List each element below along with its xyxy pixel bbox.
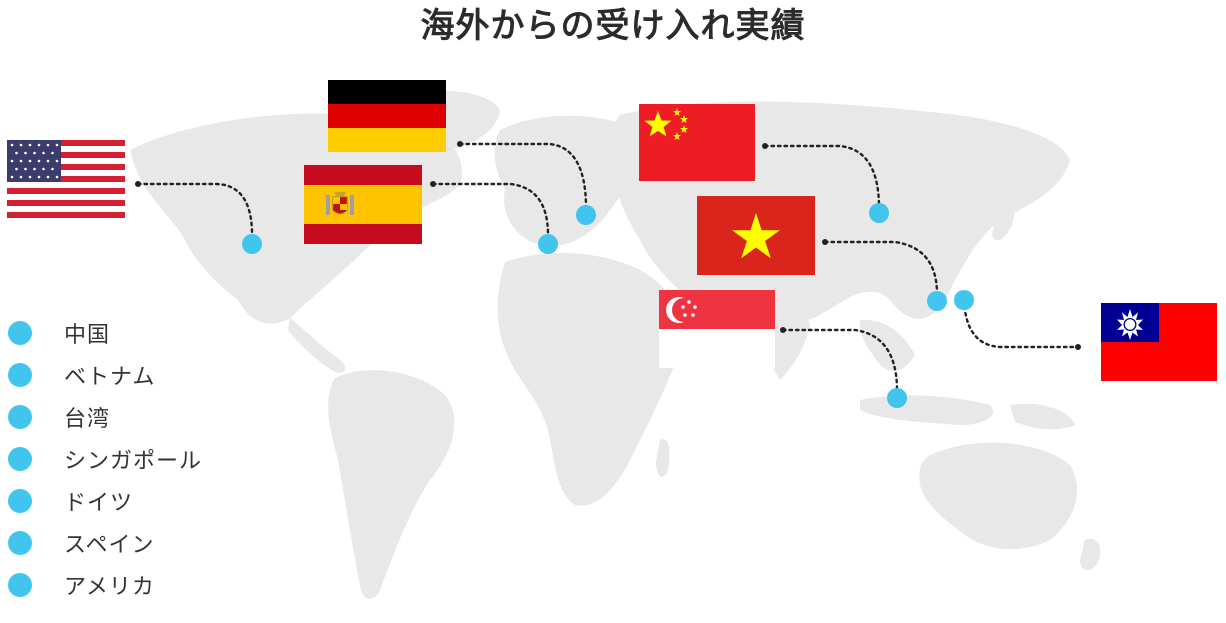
connector-singapore <box>781 328 899 399</box>
legend-dot-icon <box>8 363 32 387</box>
land-central-america <box>288 318 346 373</box>
connector-end-spain <box>430 181 436 187</box>
connector-end-taiwan <box>1075 344 1081 350</box>
legend-dot-icon <box>8 405 32 429</box>
legend-item-vietnam: ベトナム <box>8 354 248 396</box>
legend-dot-icon <box>8 321 32 345</box>
china-flag <box>639 104 755 181</box>
legend-label: 台湾 <box>64 407 111 432</box>
white-sun-icon <box>1117 309 1143 340</box>
legend-label: アメリカ <box>64 575 155 600</box>
country-legend: 中国 ベトナム 台湾 シンガポール ドイツ スペイン アメリカ <box>8 312 248 606</box>
legend-label: 中国 <box>64 323 111 348</box>
land-southeast-asia <box>859 319 915 371</box>
page-title: 海外からの受け入れ実績 <box>420 6 806 46</box>
land-europe <box>494 115 643 247</box>
land-masses <box>130 90 1101 600</box>
marker-germany <box>576 205 596 225</box>
legend-dot-icon <box>8 489 32 513</box>
legend-item-singapore: シンガポール <box>8 438 248 480</box>
legend-dot-icon <box>8 531 32 555</box>
connector-end-vietnam <box>822 239 828 245</box>
marker-usa <box>242 234 262 254</box>
marker-china <box>869 203 889 223</box>
legend-item-china: 中国 <box>8 312 248 354</box>
singapore-flag <box>659 290 775 368</box>
spain-flag <box>304 165 422 244</box>
connector-end-germany <box>457 141 463 147</box>
legend-item-germany: ドイツ <box>8 480 248 522</box>
marker-taiwan <box>954 290 974 310</box>
connector-china <box>763 144 881 214</box>
connector-germany <box>458 142 588 216</box>
usa-flag <box>7 140 125 218</box>
land-africa <box>497 252 683 506</box>
connector-end-china <box>762 143 768 149</box>
legend-label: シンガポール <box>64 449 203 474</box>
connector-taiwan <box>962 298 1080 349</box>
germany-flag <box>328 80 446 152</box>
legend-label: ベトナム <box>64 365 156 390</box>
connector-end-usa <box>135 181 141 187</box>
land-madagascar <box>656 439 670 477</box>
legend-item-usa: アメリカ <box>8 564 248 606</box>
spain-coat-of-arms-icon <box>326 192 354 215</box>
legend-item-spain: スペイン <box>8 522 248 564</box>
vietnam-flag <box>697 196 815 275</box>
legend-dot-icon <box>8 447 32 471</box>
land-australia <box>919 442 1078 550</box>
land-south-america <box>328 370 455 600</box>
taiwan-flag <box>1101 303 1217 381</box>
marker-singapore <box>887 388 907 408</box>
legend-label: スペイン <box>64 533 155 558</box>
legend-dot-icon <box>8 573 32 597</box>
marker-vietnam <box>927 291 947 311</box>
connector-vietnam <box>823 240 939 303</box>
marker-spain <box>538 234 558 254</box>
connector-usa <box>136 182 254 246</box>
land-new-guinea <box>1010 403 1075 430</box>
land-japan <box>992 194 1015 241</box>
legend-label: ドイツ <box>64 491 134 516</box>
land-indonesia <box>860 395 994 425</box>
legend-item-taiwan: 台湾 <box>8 396 248 438</box>
land-new-zealand <box>1080 538 1101 571</box>
connector-end-singapore <box>780 327 786 333</box>
connector-spain <box>431 182 550 246</box>
